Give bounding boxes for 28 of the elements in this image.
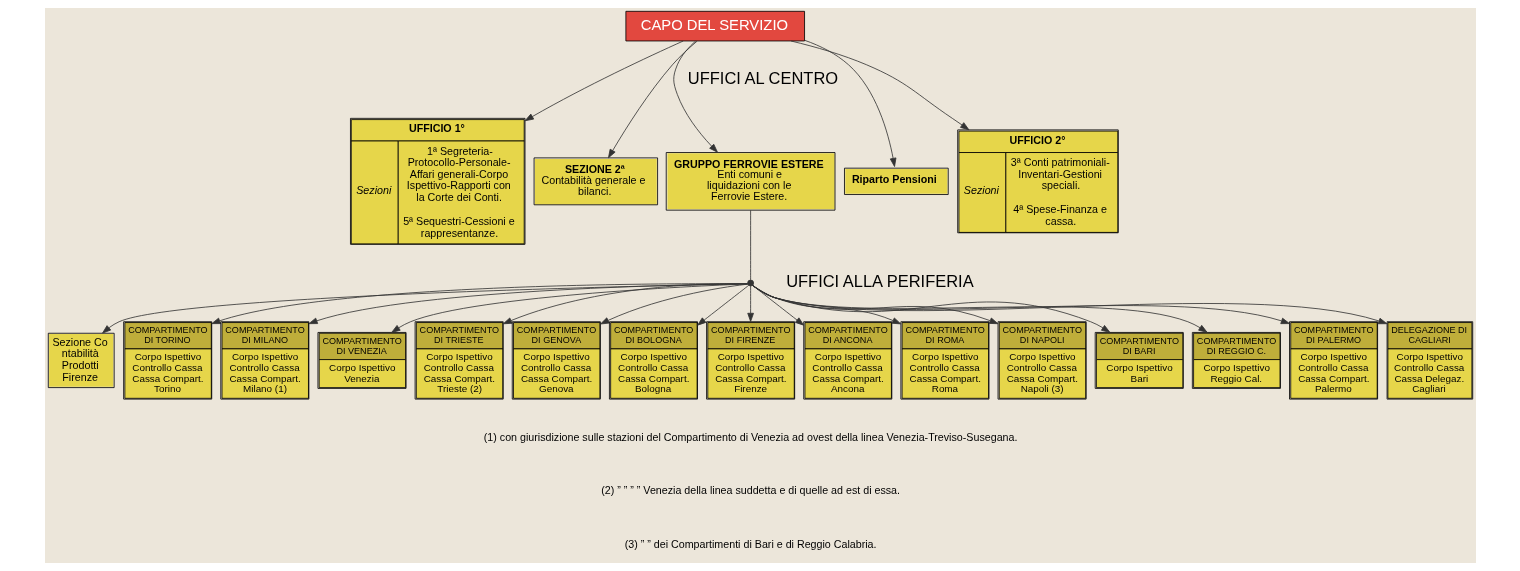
arrow [390, 283, 748, 333]
arrow [751, 284, 998, 325]
arrow [751, 284, 1207, 333]
arrow [746, 285, 754, 322]
label: (2) ” ” ” ” Venezia della linea suddetta e di quelle ad est di essa. [600, 484, 900, 497]
arrow [524, 40, 684, 122]
label: (1) con giurisdizione sulle stazioni del Compartimento di Venezia ad ovest della linea Venezia-Treviso-Susegana. [483, 430, 1017, 443]
label: UFFICI ALLA PERIFERIA [785, 272, 974, 291]
arrow [210, 283, 748, 325]
arrow [599, 283, 748, 325]
arrow [751, 284, 1290, 325]
label: UFFICI AL CENTRO [687, 68, 838, 87]
arrow [101, 283, 748, 334]
arrow [751, 284, 1387, 325]
arrow [607, 40, 698, 159]
arrow [751, 285, 804, 326]
arrow [803, 39, 896, 167]
arrow [790, 40, 969, 131]
arrow [502, 283, 748, 325]
node-brace [746, 279, 754, 287]
arrow [672, 40, 718, 153]
arrow [308, 283, 748, 325]
arrow [751, 285, 901, 325]
arrow [696, 285, 749, 326]
label: (3) ” ” dei Compartimenti di Bari e di Reggio Calabria. [624, 537, 877, 550]
arrow [751, 284, 1110, 333]
node-box: CAPO DEL SERVIZIO [624, 10, 805, 42]
connector [749, 209, 751, 281]
